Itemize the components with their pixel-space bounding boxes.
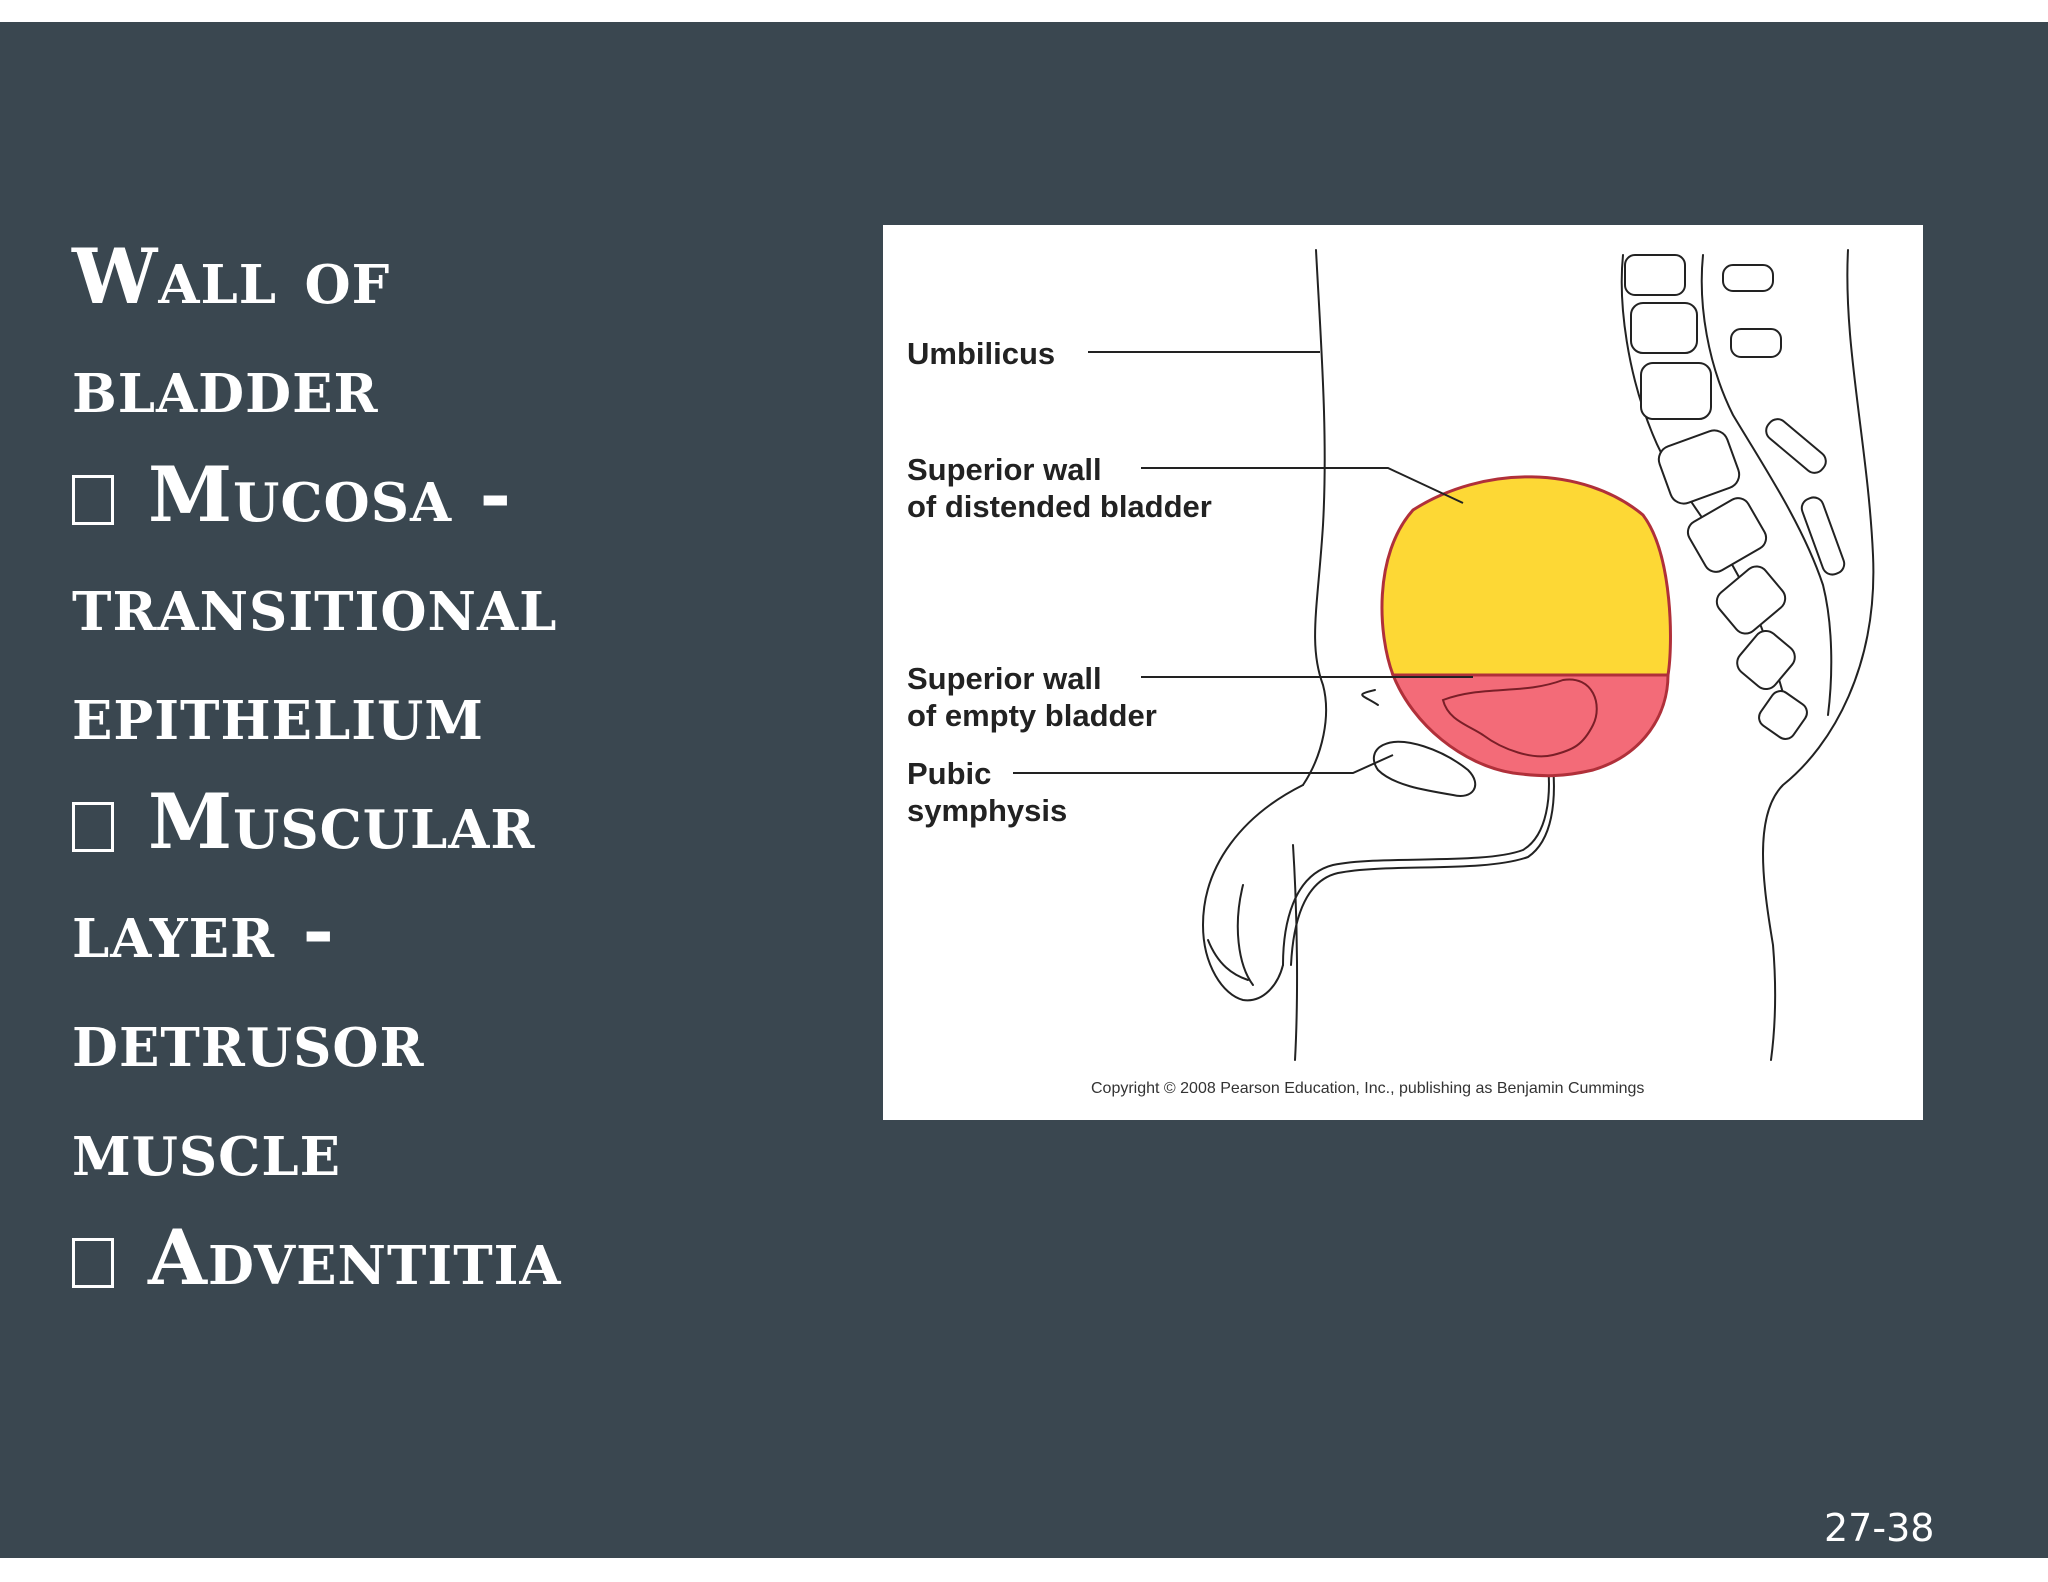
spine-back-line	[1700, 254, 1833, 716]
bullet-text-continued: epithelium	[72, 668, 484, 757]
slide-text: Wall of bladder Mucosa - transitional ep…	[72, 222, 772, 1312]
bullet-muscular-layer: Muscular	[72, 767, 772, 876]
slide-title-line-1: Wall of	[72, 232, 391, 321]
bullet-text-continued: layer -	[72, 886, 336, 975]
posterior-body-outline	[1762, 249, 1875, 1061]
bullet-text-continued: transitional	[72, 559, 558, 648]
bullet-text-continued: muscle	[72, 1104, 342, 1193]
leader-line-pubic	[1013, 754, 1394, 774]
penis-inner-outline	[1236, 884, 1254, 986]
label-umbilicus: Umbilicus	[907, 336, 1056, 371]
urethra-inner	[1290, 764, 1555, 966]
bladder-anatomy-figure: Umbilicus Superior wall of distended bla…	[883, 225, 1923, 1120]
bullet-text: Muscular	[148, 777, 536, 866]
leader-lines	[1013, 351, 1473, 774]
empty-bladder-rugae	[1441, 678, 1598, 758]
vertebra	[1624, 254, 1686, 296]
vertebra	[1640, 362, 1712, 420]
penis-outline	[1202, 784, 1304, 1002]
empty-bladder	[1390, 673, 1670, 778]
slide-number: 27-38	[1824, 1506, 1935, 1550]
bullet-text: Adventitia	[148, 1213, 562, 1302]
vertebra	[1715, 565, 1787, 635]
bullet-box-icon	[72, 802, 114, 852]
vertebrae	[1624, 254, 1846, 740]
distended-bladder	[1380, 475, 1672, 677]
bullet-box-icon	[72, 1238, 114, 1288]
penis-glans	[1207, 939, 1249, 981]
vertebra	[1657, 429, 1741, 505]
vertebra	[1686, 497, 1768, 573]
vertebra-process	[1722, 264, 1774, 292]
label-superior-wall-empty-2: of empty bladder	[907, 698, 1157, 733]
anterior-body-outline	[1302, 249, 1328, 786]
label-symphysis: symphysis	[907, 793, 1068, 828]
vertebra	[1736, 629, 1796, 691]
slide: Wall of bladder Mucosa - transitional ep…	[0, 22, 2048, 1558]
sacrum-process	[1800, 496, 1846, 576]
slide-title-line-2: bladder	[72, 341, 379, 430]
copyright-notice: Copyright © 2008 Pearson Education, Inc.…	[1091, 1080, 1645, 1097]
bullet-box-icon	[72, 475, 114, 525]
urethra-outer	[1282, 764, 1550, 966]
label-superior-wall-distended-2: of distended bladder	[907, 489, 1212, 524]
vertebra-process	[1730, 328, 1782, 358]
vertebra	[1758, 690, 1808, 740]
bullet-mucosa: Mucosa -	[72, 440, 772, 549]
sacrum-process	[1765, 418, 1827, 474]
label-superior-wall-empty: Superior wall	[907, 661, 1102, 696]
label-pubic: Pubic	[907, 756, 992, 791]
vertebra	[1630, 302, 1698, 354]
bullet-text-continued: detrusor	[72, 995, 425, 1084]
bullet-adventitia: Adventitia	[72, 1203, 772, 1312]
leader-line-distended	[1141, 467, 1464, 504]
pubic-symphysis-back	[1361, 689, 1379, 706]
thigh-line	[1292, 844, 1299, 1061]
label-superior-wall-distended: Superior wall	[907, 452, 1102, 487]
bladder-diagram	[1013, 249, 1875, 1061]
bullet-text: Mucosa -	[148, 450, 513, 539]
